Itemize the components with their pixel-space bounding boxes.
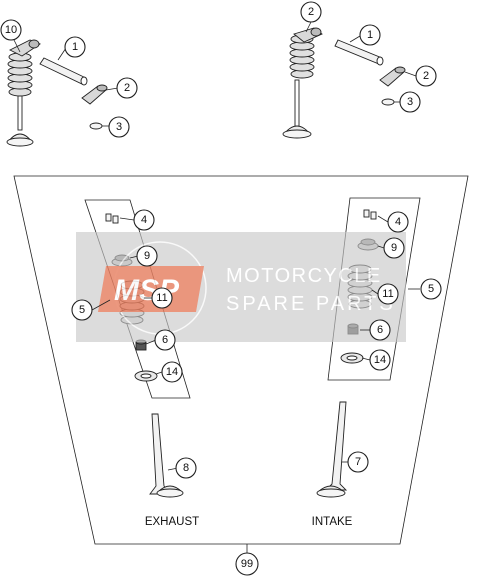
valve-keepers-illustration [105,213,119,224]
callout-number: 6 [377,324,383,336]
rocker-shaft-illustration [39,57,88,86]
callout-number: 11 [156,292,167,304]
intake-valve-with-spring-illustration [282,27,323,139]
callout-top-left-10[interactable]: 10 [0,19,22,41]
callout-intake-4[interactable]: 4 [387,211,409,233]
watermark: MSP MOTORCYCLE SPARE PARTS [76,232,406,342]
callout-number: 9 [391,242,397,254]
exhaust-valve-with-spring-illustration [6,39,41,147]
callout-top-right-2[interactable]: 2 [300,1,322,23]
callout-number: 14 [374,354,386,366]
callout-number: 11 [382,288,393,300]
callout-number: 7 [355,456,361,468]
rocker-shaft-illustration-right [334,39,384,66]
callout-number: 2 [308,6,314,18]
callout-number: 4 [395,216,401,228]
watermark-line2: SPARE PARTS [226,293,396,315]
callout-top-right-2b[interactable]: 2 [415,65,437,87]
rocker-arm-illustration-right [379,66,406,87]
callout-number: 99 [241,558,253,570]
callout-number: 10 [5,24,17,36]
callout-number: 1 [367,29,373,41]
callout-intake-valve-7[interactable]: 7 [347,451,369,473]
callout-number: 2 [423,70,429,82]
top-left-group [6,39,108,147]
callout-exhaust-4[interactable]: 4 [133,209,155,231]
callout-assembly-99[interactable]: 99 [235,552,259,576]
callout-number: 4 [141,214,147,226]
callout-exhaust-9[interactable]: 9 [136,245,158,267]
callout-number: 3 [116,121,122,133]
callout-intake-6[interactable]: 6 [369,319,391,341]
callout-intake-9[interactable]: 9 [383,237,405,259]
callout-number: 9 [144,250,150,262]
callout-top-right-3[interactable]: 3 [399,91,421,113]
callout-number: 14 [166,366,178,378]
callout-number: 3 [407,96,413,108]
callout-number: 6 [162,334,168,346]
spring-seat-washer-illustration [134,370,158,382]
callout-number: 5 [428,283,434,295]
intake-valve-illustration [316,401,348,498]
callout-exhaust-valve-8[interactable]: 8 [175,457,197,479]
callout-top-left-3[interactable]: 3 [108,116,130,138]
top-right-group [282,27,406,139]
callout-number: 5 [79,304,85,316]
callout-intake-5[interactable]: 5 [420,278,442,300]
watermark-line1: MOTORCYCLE [226,265,382,287]
shim-illustration [89,122,103,130]
valve-keepers-illustration-intake [363,209,377,220]
callout-number: 8 [183,462,189,474]
callout-exhaust-5[interactable]: 5 [71,299,93,321]
callout-exhaust-11[interactable]: 11 [151,287,173,309]
callout-intake-11[interactable]: 11 [377,283,399,305]
callout-exhaust-6[interactable]: 6 [154,329,176,351]
callout-exhaust-14[interactable]: 14 [161,361,183,383]
callout-top-left-2[interactable]: 2 [116,77,138,99]
callout-number: 1 [72,41,78,53]
rocker-arm-illustration [81,84,108,105]
leader-lines [13,21,420,471]
callout-intake-14[interactable]: 14 [369,349,391,371]
callout-top-right-1[interactable]: 1 [359,24,381,46]
callout-number: 2 [124,82,130,94]
shim-illustration-right [381,98,395,106]
exhaust-valve-illustration [149,413,184,498]
callout-top-left-1[interactable]: 1 [64,36,86,58]
exhaust-label: EXHAUST [145,516,199,528]
intake-label: INTAKE [312,516,353,528]
spring-seat-washer-illustration-intake [340,352,364,364]
